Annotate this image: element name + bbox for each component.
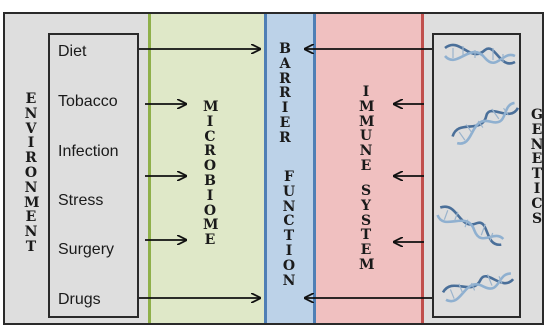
env-item-drugs: Drugs [58,291,101,308]
barrier-label-line1: BARRIER [279,41,291,146]
env-item-tobacco: Tobacco [58,93,118,110]
microbiome-band [148,14,264,323]
env-item-infection: Infection [58,143,119,160]
env-item-stress: Stress [58,192,104,209]
dna-helix-icon [451,101,520,145]
immune-label-line2: SYSTEM [359,183,375,273]
environment-label: ENVIRONMENT [24,91,40,255]
env-item-surgery: Surgery [58,241,115,258]
dna-helix-icon [436,205,505,246]
microbiome-label: MICROBIOME [203,99,219,249]
barrier-band [264,14,316,323]
genetics-label: GENETICS [530,107,544,227]
genetics-box [432,33,521,318]
dna-helix-icon [444,43,516,65]
env-item-diet: Diet [58,43,87,60]
barrier-label-line2: FUNCTION [282,169,296,289]
dna-helix-icon [441,272,515,303]
immune-label-line1: IMMUNE [359,84,375,174]
immune-band [316,14,424,323]
environment-box [48,33,139,318]
